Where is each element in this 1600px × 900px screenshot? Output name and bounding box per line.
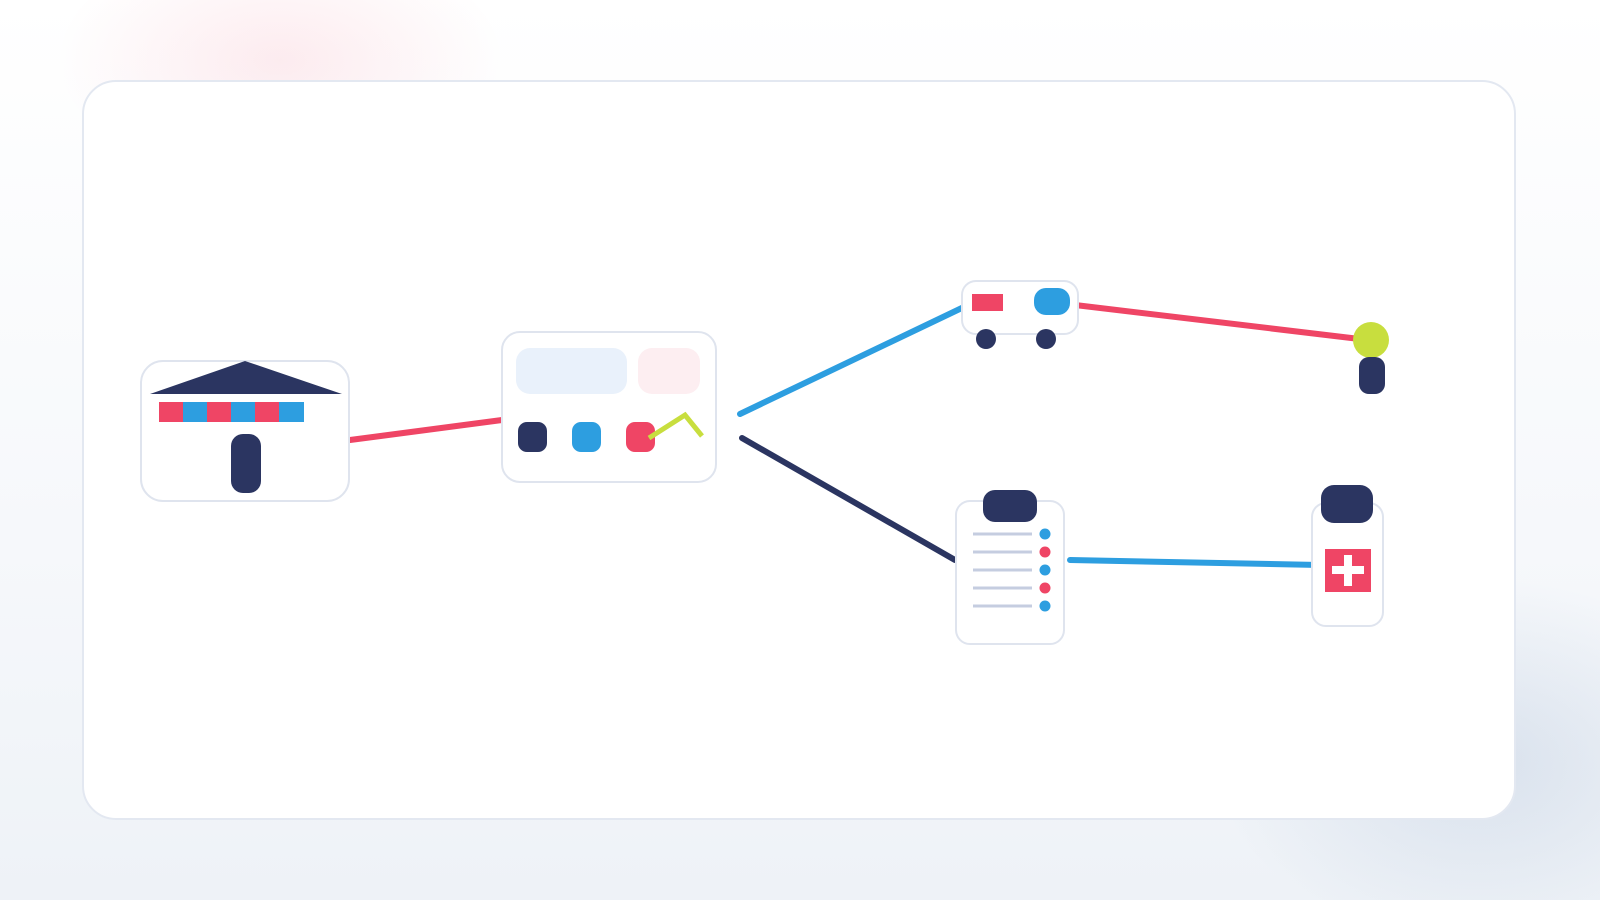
- awning-stripe-blue-2: [231, 402, 255, 422]
- storefront-roof: [150, 361, 342, 394]
- awning-stripe-pink-3: [255, 402, 279, 422]
- checklist-bullet-1: [1039, 528, 1051, 540]
- node-shop: [140, 360, 350, 502]
- truck-cargo-marker: [972, 294, 1003, 311]
- node-destination: [1353, 322, 1389, 394]
- truck-cab: [1034, 288, 1070, 315]
- node-delivery: [961, 280, 1079, 349]
- connector-dashboard-delivery: [737, 303, 969, 417]
- awning-stripe-blue-1: [183, 402, 207, 422]
- connectors: [347, 302, 1371, 568]
- medical-kit-cap: [1321, 485, 1373, 523]
- dashboard-tile-pink: [626, 422, 655, 452]
- connector-checklist-medical: [1067, 557, 1323, 568]
- location-pin-icon: [1353, 322, 1389, 394]
- pin-head: [1353, 322, 1389, 358]
- storefront-icon: [150, 361, 342, 493]
- dashboard-panel-pink: [638, 348, 700, 394]
- dashboard-tile-navy: [518, 422, 547, 452]
- awning-stripe-pink-1: [159, 402, 183, 422]
- node-dashboard: [501, 331, 717, 483]
- truck-wheel-rear: [976, 329, 996, 349]
- node-checklist: [955, 490, 1065, 645]
- dashboard-tile-blue: [572, 422, 601, 452]
- connector-shop-dashboard: [347, 417, 505, 443]
- checklist-bullet-5: [1039, 600, 1051, 612]
- medical-cross-horizontal: [1332, 566, 1364, 574]
- pin-post: [1359, 357, 1385, 394]
- medical-kit-icon: [1321, 485, 1373, 592]
- dashboard-icon: [516, 348, 704, 452]
- dashboard-panel-blue: [516, 348, 627, 394]
- checklist-bullet-2: [1039, 546, 1051, 558]
- awning-stripe-blue-3: [279, 402, 304, 422]
- node-medical: [1311, 485, 1384, 627]
- trend-line-icon: [647, 411, 704, 441]
- clipboard-checklist-icon: [973, 490, 1051, 612]
- storefront-door: [231, 434, 261, 493]
- checklist-bullet-4: [1039, 582, 1051, 594]
- checklist-bullet-3: [1039, 564, 1051, 576]
- connector-dashboard-checklist: [739, 435, 958, 563]
- awning-stripe-pink-2: [207, 402, 231, 422]
- delivery-truck-icon: [972, 288, 1070, 349]
- clipboard-clip: [983, 490, 1037, 522]
- connector-delivery-destination: [1072, 302, 1371, 343]
- truck-wheel-front: [1036, 329, 1056, 349]
